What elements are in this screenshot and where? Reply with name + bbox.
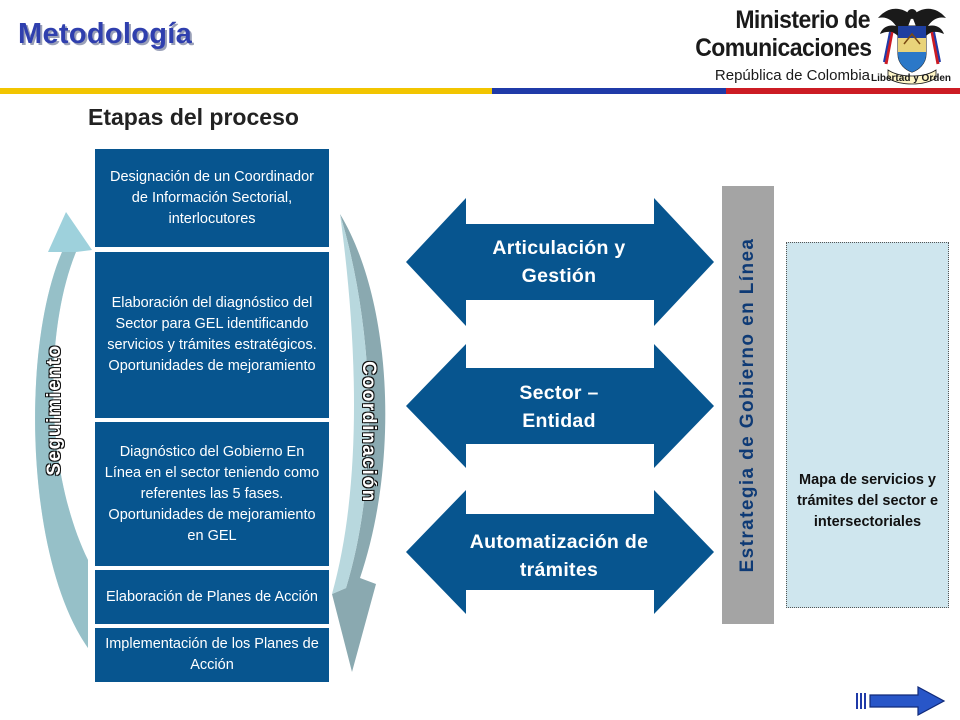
arrow-articulacion-label: Articulación y Gestión [420, 234, 698, 290]
step-2: Elaboración del diagnóstico del Sector p… [95, 252, 329, 418]
step-3: Diagnóstico del Gobierno En Línea en el … [95, 422, 329, 566]
arrow-articulacion [406, 198, 714, 326]
coordinacion-arc-light [332, 214, 369, 594]
ministry-line-3: República de Colombia [714, 67, 870, 84]
stripe-red [726, 88, 960, 94]
stripe-blue [492, 88, 726, 94]
stripe-yellow [0, 88, 492, 94]
arrow-sector-label: Sector – Entidad [420, 379, 698, 435]
ministry-logo-text: Ministerio de Comunicaciones República d… [680, 6, 872, 86]
page-title: Metodología [18, 18, 193, 50]
next-arrow-icon[interactable] [856, 686, 946, 716]
step-5: Implementación de los Planes de Acción [95, 628, 329, 682]
arrow-automatizacion [406, 490, 714, 614]
arrow-automatizacion-line1: Automatización de [469, 531, 649, 553]
strategy-bar [722, 186, 774, 624]
arrow-sector-line1: Sector – [519, 382, 599, 404]
arrow-articulacion-line1: Articulación y [492, 237, 626, 259]
crest-icon [878, 8, 946, 85]
strategy-label: Estrategia de Gobierno en Línea [737, 237, 758, 573]
map-box [786, 242, 949, 608]
map-caption: Mapa de servicios y trámites del sector … [796, 472, 939, 530]
step-4: Elaboración de Planes de Acción [95, 570, 329, 624]
coordinacion-label: Coordinación [358, 361, 379, 503]
arrow-sector-line2: Entidad [522, 410, 596, 432]
arrow-sector [406, 344, 714, 468]
header-stripe [0, 88, 960, 94]
ministry-line-2: Comunicaciones [695, 34, 872, 62]
seguimiento-arc-shadow [35, 252, 88, 648]
ministry-line-1: Ministerio de [735, 6, 870, 34]
arrow-articulacion-line2: Gestión [521, 265, 597, 287]
coordinacion-arc [332, 214, 386, 672]
seguimiento-label: Seguimiento [44, 344, 65, 476]
arrow-automatizacion-label: Automatización de trámites [420, 528, 698, 584]
crest-motto: Libertad y Orden [870, 73, 951, 84]
arrow-automatizacion-line2: trámites [519, 559, 599, 581]
step-1: Designación de un Coordinador de Informa… [95, 149, 329, 247]
subtitle: Etapas del proceso [88, 104, 299, 130]
